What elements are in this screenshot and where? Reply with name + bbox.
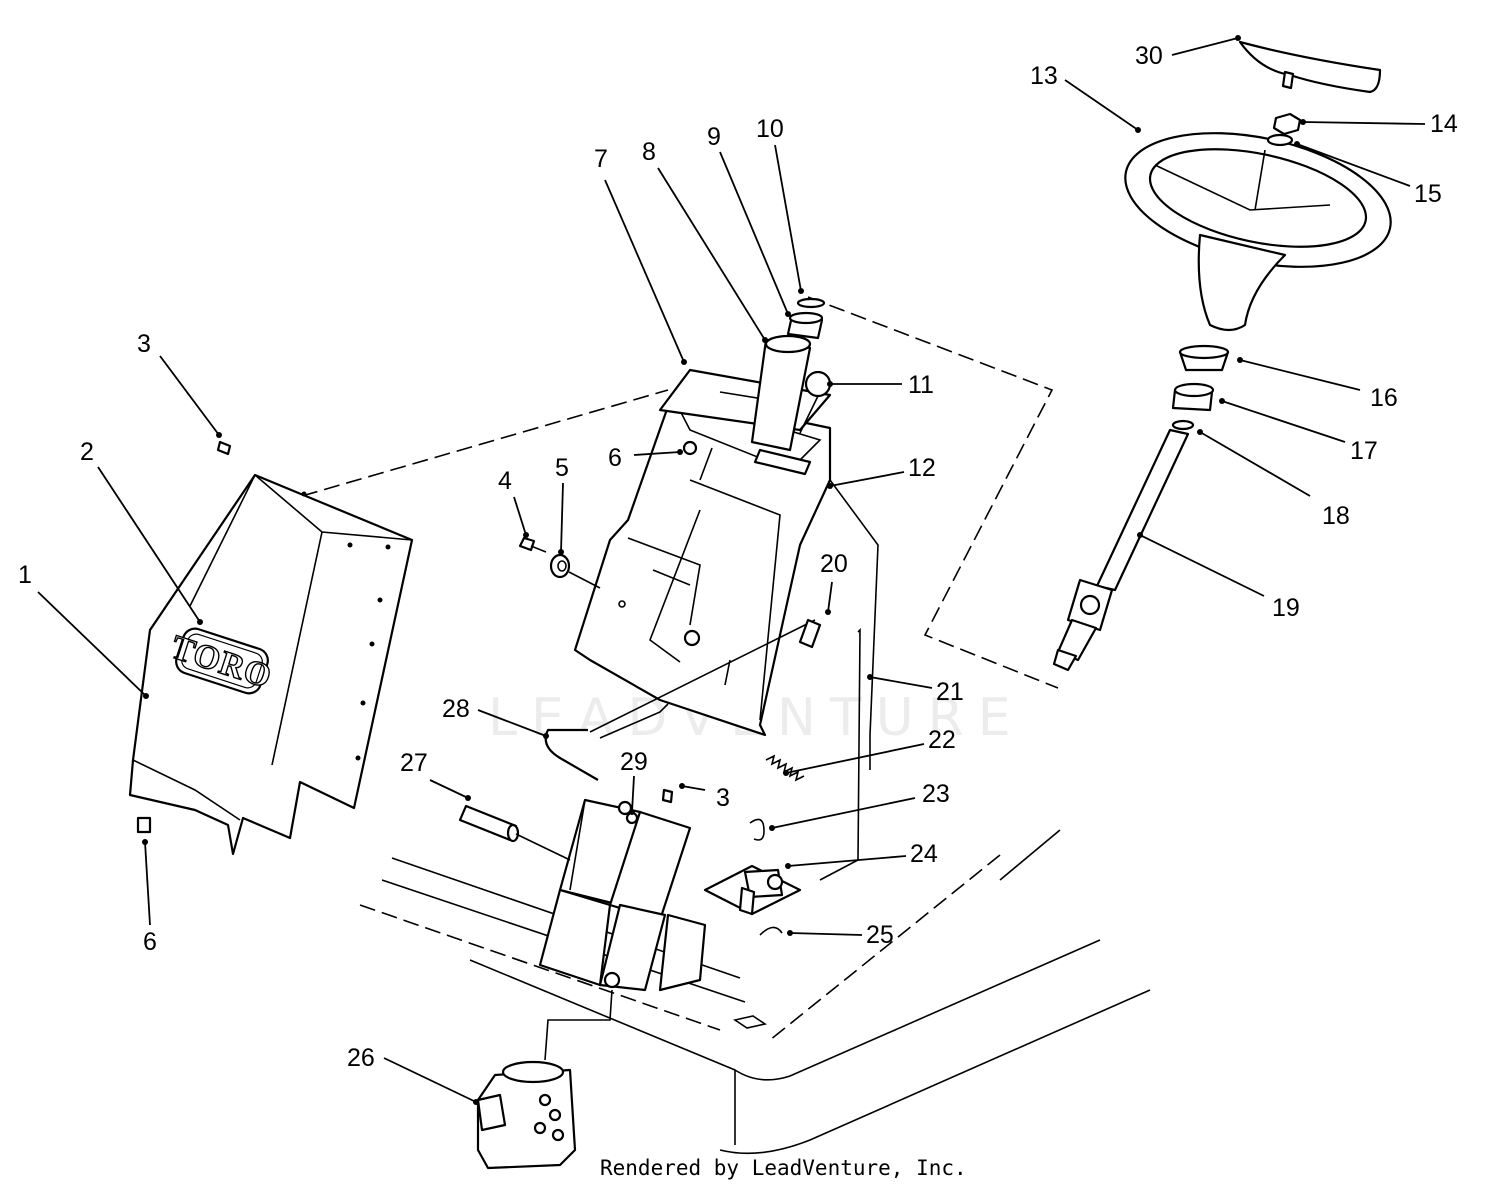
bracket-24 bbox=[703, 864, 802, 916]
callout-6-left: 6 bbox=[143, 928, 157, 956]
pin-25 bbox=[759, 926, 783, 936]
tube-27 bbox=[458, 804, 571, 861]
steering-wheel-13 bbox=[1124, 132, 1392, 332]
washer-15 bbox=[1266, 133, 1294, 147]
screw-3-top bbox=[216, 440, 232, 456]
callout-18: 18 bbox=[1322, 502, 1350, 530]
cup-16 bbox=[1178, 344, 1230, 372]
callout-5: 5 bbox=[555, 454, 569, 482]
rod-28 bbox=[544, 619, 816, 781]
callout-17: 17 bbox=[1350, 437, 1378, 465]
steering-tower bbox=[573, 297, 879, 770]
callout-4: 4 bbox=[498, 467, 512, 495]
callout-3-lower: 3 bbox=[716, 784, 730, 812]
callout-1: 1 bbox=[18, 561, 32, 589]
callout-19: 19 bbox=[1272, 594, 1300, 622]
callout-11: 11 bbox=[908, 371, 934, 399]
callout-8: 8 bbox=[642, 138, 656, 166]
nut-14 bbox=[1272, 112, 1302, 136]
callout-25: 25 bbox=[866, 921, 894, 949]
callout-30: 30 bbox=[1135, 42, 1163, 70]
cap-stem bbox=[1281, 70, 1295, 90]
bushing-5 bbox=[549, 553, 601, 589]
clip-23 bbox=[749, 818, 765, 841]
callout-7: 7 bbox=[594, 145, 608, 173]
callout-21: 21 bbox=[936, 678, 964, 706]
front-cover-shroud: TORO bbox=[128, 473, 414, 856]
callout-26: 26 bbox=[347, 1044, 375, 1072]
callout-15: 15 bbox=[1414, 180, 1442, 208]
lower-bracket bbox=[538, 798, 707, 992]
callout-13: 13 bbox=[1030, 62, 1058, 90]
steering-valve-26 bbox=[476, 989, 613, 1170]
callout-2: 2 bbox=[80, 438, 94, 466]
callout-10: 10 bbox=[756, 115, 784, 143]
callout-16: 16 bbox=[1370, 384, 1398, 412]
bolt-4 bbox=[518, 536, 547, 553]
alignment-lines bbox=[301, 296, 1059, 689]
callouts: 1 2 3 3 4 5 6 6 7 8 9 10 11 bbox=[18, 35, 1458, 1105]
nut-6-left bbox=[136, 816, 152, 834]
callout-6-center: 6 bbox=[608, 444, 622, 472]
callout-9: 9 bbox=[707, 123, 721, 151]
rod-21 bbox=[819, 628, 861, 881]
steering-shaft-19 bbox=[1052, 428, 1190, 672]
callout-14: 14 bbox=[1430, 110, 1458, 138]
cap-30 bbox=[1238, 40, 1382, 94]
ring-18 bbox=[1171, 419, 1195, 431]
pin-20 bbox=[798, 618, 822, 649]
callout-24: 24 bbox=[910, 840, 938, 868]
callout-27: 27 bbox=[400, 749, 428, 777]
callout-20: 20 bbox=[820, 550, 848, 578]
footer-credit: Rendered by LeadVenture, Inc. bbox=[600, 1156, 967, 1180]
callout-12: 12 bbox=[908, 454, 936, 482]
callout-3-top: 3 bbox=[137, 330, 151, 358]
callout-28: 28 bbox=[442, 695, 470, 723]
bearing-17 bbox=[1171, 382, 1215, 412]
callout-23: 23 bbox=[922, 780, 950, 808]
callout-22: 22 bbox=[928, 726, 956, 754]
screw-3-lower bbox=[661, 788, 674, 804]
callout-29: 29 bbox=[620, 748, 648, 776]
spring-22 bbox=[765, 754, 805, 782]
